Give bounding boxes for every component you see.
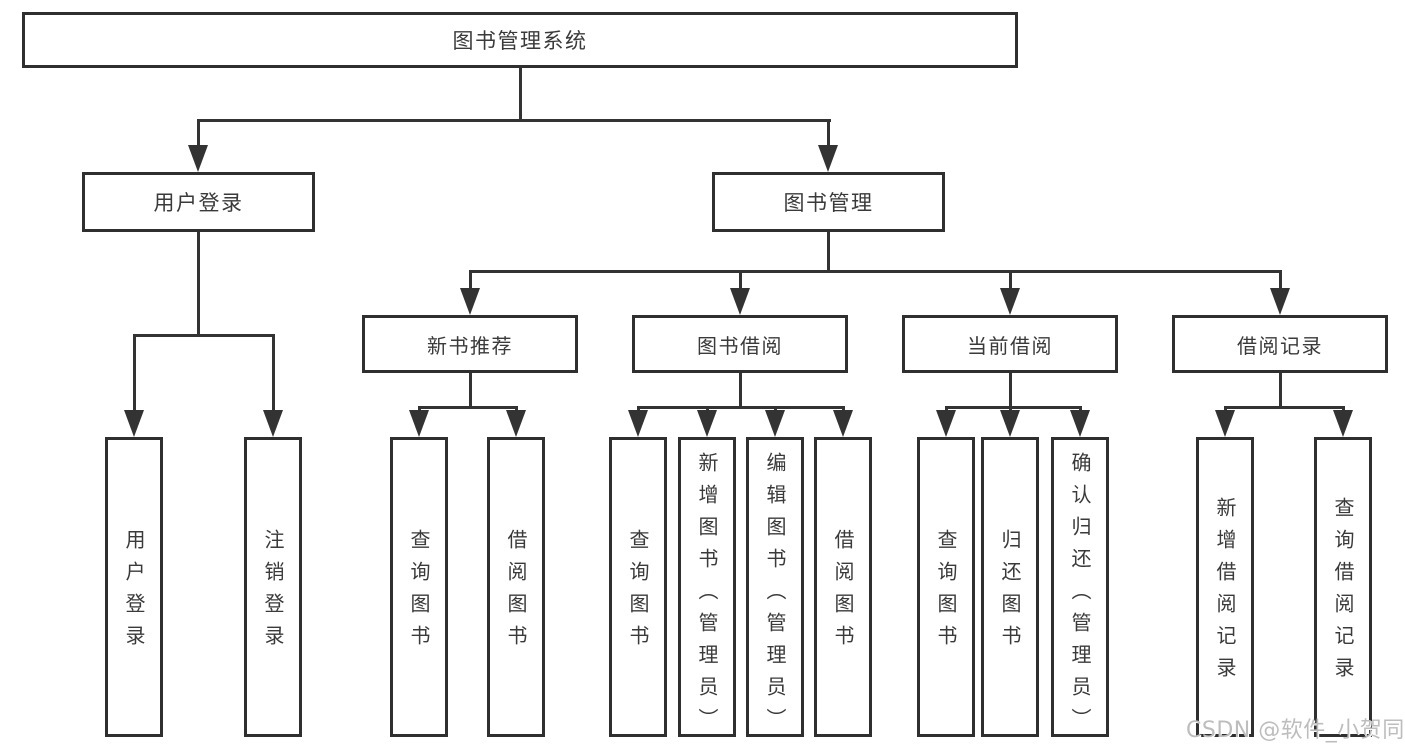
connector-line: [418, 406, 518, 409]
node-library-management-system: 图书管理系统: [22, 12, 1018, 68]
leaf-label: 用户登录: [122, 529, 146, 657]
leaf-label: 编辑图书（管理员）: [763, 452, 787, 740]
leaf-borrow-books-borrowing: 借阅图书: [814, 437, 872, 737]
leaf-label: 查询图书: [407, 529, 431, 657]
leaf-label: 查询图书: [626, 529, 650, 657]
node-current-borrowing: 当前借阅: [902, 315, 1118, 373]
node-user-login: 用户登录: [82, 172, 315, 232]
arrow-down-icon: [1000, 288, 1020, 315]
leaf-query-books-borrowing: 查询图书: [609, 437, 667, 737]
leaf-edit-books-admin: 编辑图书（管理员）: [746, 437, 804, 740]
leaf-label: 查询借阅记录: [1331, 497, 1355, 689]
connector-line: [197, 119, 200, 149]
connector-line: [197, 232, 200, 336]
connector-line: [827, 119, 830, 149]
connector-line: [945, 406, 1082, 409]
arrow-down-icon: [1000, 410, 1020, 437]
connector-line: [272, 334, 275, 412]
arrow-down-icon: [765, 410, 785, 437]
arrow-down-icon: [833, 410, 853, 437]
arrow-down-icon: [1333, 410, 1353, 437]
leaf-label: 确认归还（管理员）: [1068, 452, 1092, 740]
arrow-down-icon: [188, 145, 208, 172]
node-book-borrowing: 图书借阅: [632, 315, 848, 373]
arrow-down-icon: [409, 410, 429, 437]
leaf-confirm-return-admin: 确认归还（管理员）: [1051, 437, 1109, 740]
connector-line: [739, 373, 742, 409]
connector-line: [469, 270, 472, 291]
leaf-label: 查询图书: [934, 529, 958, 657]
leaf-query-books-recommend: 查询图书: [390, 437, 448, 737]
arrow-down-icon: [1270, 288, 1290, 315]
node-book-management: 图书管理: [712, 172, 945, 232]
leaf-label: 新增借阅记录: [1213, 497, 1237, 689]
connector-line: [1009, 373, 1012, 409]
leaf-label: 注销登录: [261, 529, 285, 657]
connector-line: [469, 373, 472, 409]
connector-line: [827, 232, 830, 273]
leaf-logout: 注销登录: [244, 437, 302, 737]
connector-line: [739, 270, 742, 291]
csdn-watermark: CSDN @软件_小贺同学: [1186, 718, 1405, 743]
leaf-label: 新增图书（管理员）: [695, 452, 719, 740]
arrow-down-icon: [460, 288, 480, 315]
leaf-label: 归还图书: [998, 529, 1022, 657]
arrow-down-icon: [1215, 410, 1235, 437]
connector-line: [133, 334, 275, 337]
node-new-book-recommendation: 新书推荐: [362, 315, 578, 373]
leaf-label: 借阅图书: [504, 529, 528, 657]
arrow-down-icon: [936, 410, 956, 437]
arrow-down-icon: [506, 410, 526, 437]
arrow-down-icon: [730, 288, 750, 315]
connector-line: [519, 68, 522, 121]
connector-line: [1279, 373, 1282, 409]
leaf-user-login: 用户登录: [105, 437, 163, 737]
leaf-query-borrow-record: 查询借阅记录: [1314, 437, 1372, 737]
leaf-label: 借阅图书: [831, 529, 855, 657]
arrow-down-icon: [628, 410, 648, 437]
connector-line: [469, 270, 1282, 273]
leaf-return-books: 归还图书: [981, 437, 1039, 737]
node-borrowing-records: 借阅记录: [1172, 315, 1388, 373]
connector-line: [637, 406, 845, 409]
connector-line: [197, 119, 831, 122]
leaf-query-books-current: 查询图书: [917, 437, 975, 737]
leaf-borrow-books-recommend: 借阅图书: [487, 437, 545, 737]
arrow-down-icon: [124, 410, 144, 437]
arrow-down-icon: [263, 410, 283, 437]
arrow-down-icon: [697, 410, 717, 437]
arrow-down-icon: [818, 145, 838, 172]
leaf-add-books-admin: 新增图书（管理员）: [678, 437, 736, 740]
leaf-add-borrow-record: 新增借阅记录: [1196, 437, 1254, 737]
connector-line: [133, 334, 136, 412]
connector-line: [1224, 406, 1344, 409]
connector-line: [1009, 270, 1012, 291]
arrow-down-icon: [1070, 410, 1090, 437]
connector-line: [1279, 270, 1282, 291]
